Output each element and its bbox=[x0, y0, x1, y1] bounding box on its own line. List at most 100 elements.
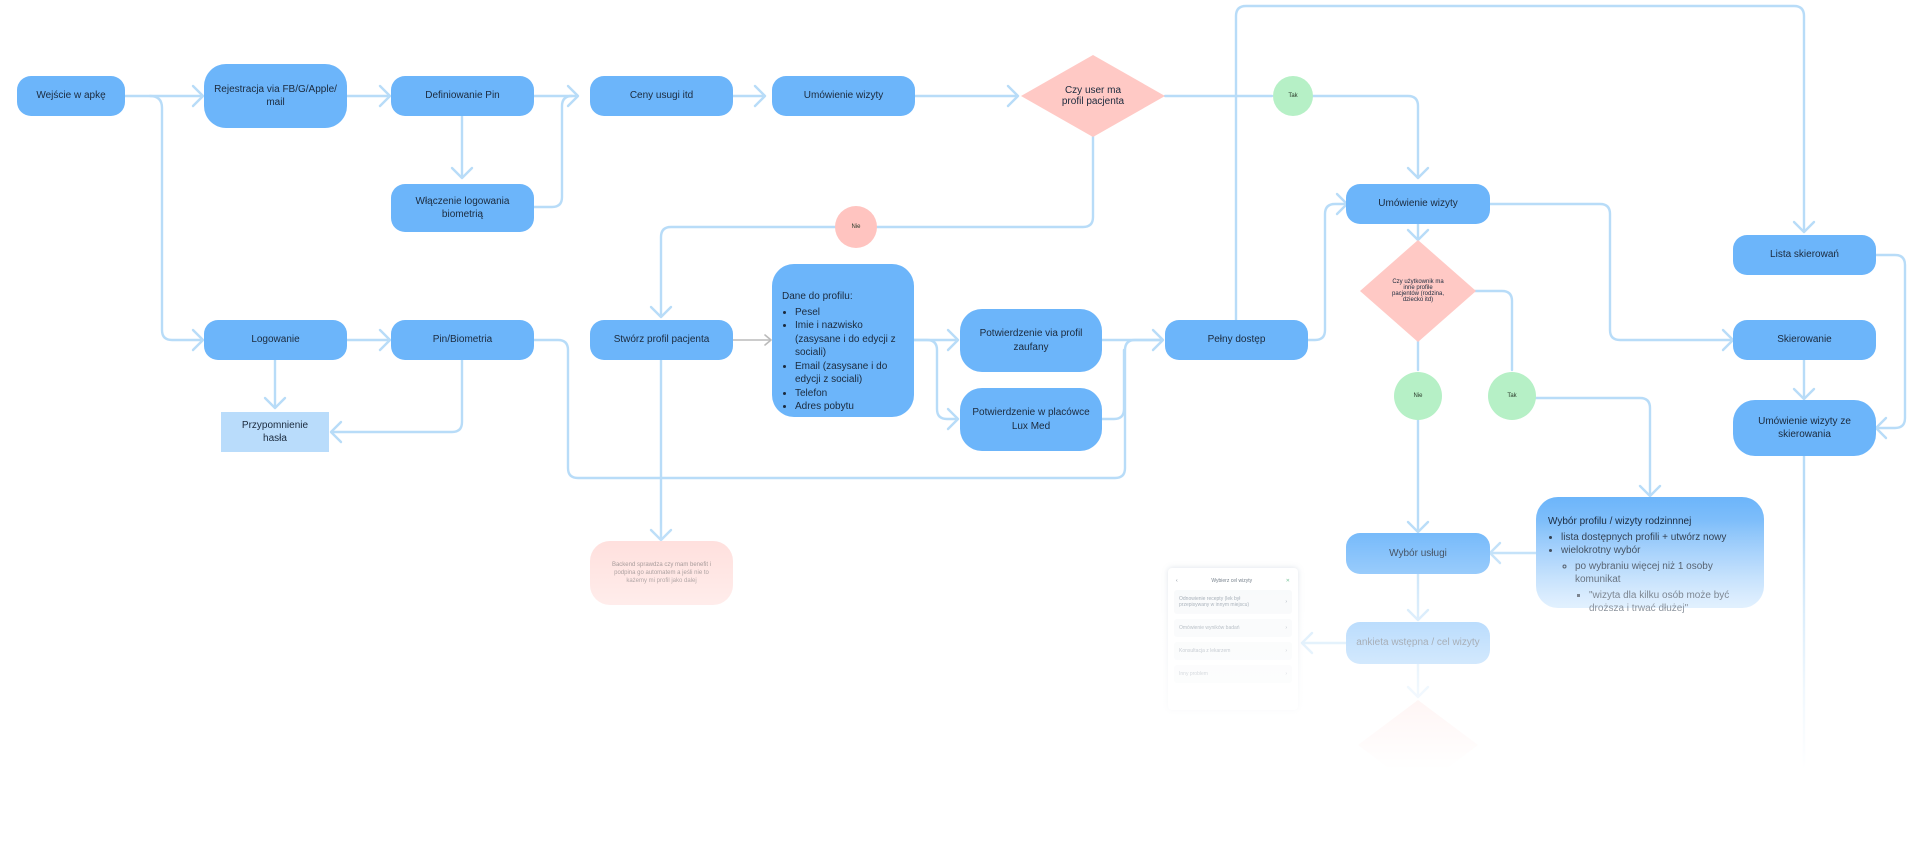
wybor-profilu-sublist: po wybraniu więcej niż 1 osoby komunikat… bbox=[1561, 560, 1754, 616]
connector bbox=[148, 94, 202, 342]
node-lista-skierowan[interactable]: Lista skierowań bbox=[1733, 235, 1876, 275]
connector bbox=[1306, 94, 1420, 178]
node-label: Lista skierowań bbox=[1770, 249, 1839, 261]
mini-row-label: Inny problem bbox=[1179, 671, 1208, 677]
node-wlaczenie-logowania[interactable]: Włączenie logowania biometrią bbox=[391, 184, 534, 232]
dane-item: Imie i nazwisko (zasysane i do edycji z … bbox=[795, 319, 904, 360]
node-label: Pin/Biometria bbox=[432, 334, 493, 346]
branch-label: Tak bbox=[1507, 393, 1517, 399]
mini-screen-row[interactable]: Odnowienie recepty (lek był przepisywany… bbox=[1174, 590, 1292, 614]
node-potwierdzenie-placowka[interactable]: Potwierdzenie w placówce Lux Med bbox=[960, 388, 1102, 451]
node-definiowanie-pin[interactable]: Definiowanie Pin bbox=[391, 76, 534, 116]
node-label: Pełny dostęp bbox=[1207, 334, 1266, 346]
node-logowanie[interactable]: Logowanie bbox=[204, 320, 347, 360]
decision-label: Czy użytkownik ma inne profile pacjentów… bbox=[1391, 279, 1445, 303]
node-label: Wejście w apkę bbox=[36, 90, 106, 102]
chevron-right-icon: › bbox=[1285, 599, 1287, 605]
node-label: Skierowanie bbox=[1777, 334, 1832, 346]
node-label: Stwórz profil pacjenta bbox=[613, 334, 710, 346]
node-dane-do-profilu[interactable]: Dane do profilu: Pesel Imie i nazwisko (… bbox=[772, 264, 914, 417]
node-label: ankieta wstępna / cel wizyty bbox=[1356, 637, 1480, 649]
wybor-profilu-item: wielokrotny wybór bbox=[1561, 545, 1641, 556]
mini-row-label: Odnowienie recepty (lek był przepisywany… bbox=[1179, 596, 1250, 608]
node-label: Backend sprawdza czy mam benefit i podpi… bbox=[611, 561, 712, 585]
dane-content: Dane do profilu: Pesel Imie i nazwisko (… bbox=[782, 290, 904, 414]
wybor-profilu-item: lista dostępnych profili + utwórz nowy bbox=[1561, 531, 1754, 545]
connector bbox=[1472, 289, 1514, 372]
connector bbox=[331, 358, 464, 434]
connector bbox=[1234, 4, 1806, 322]
decision-label: Czy user ma profil pacjenta bbox=[1061, 85, 1125, 107]
mini-row-label: Konsultacja z lekarzem bbox=[1179, 648, 1231, 654]
mini-screen-title: Wybierz cel wizyty bbox=[1211, 578, 1253, 584]
dane-item: Email (zasysane i do edycji z sociali) bbox=[795, 360, 904, 387]
wybor-profilu-subsubitem: "wizyta dla kilku osób może być droższa … bbox=[1589, 589, 1754, 616]
node-wejscie[interactable]: Wejście w apkę bbox=[17, 76, 125, 116]
wybor-profilu-subitem: po wybraniu więcej niż 1 osoby komunikat bbox=[1575, 560, 1713, 586]
node-label: Potwierdzenie w placówce Lux Med bbox=[972, 407, 1090, 432]
node-pin-biometria[interactable]: Pin/Biometria bbox=[391, 320, 534, 360]
wybor-profilu-subitem-group: po wybraniu więcej niż 1 osoby komunikat… bbox=[1575, 560, 1754, 616]
connector bbox=[912, 338, 957, 421]
node-label: Logowanie bbox=[251, 334, 300, 346]
close-icon[interactable]: ✕ bbox=[1285, 578, 1290, 584]
dane-list: Pesel Imie i nazwisko (zasysane i do edy… bbox=[782, 306, 904, 414]
chevron-right-icon: › bbox=[1285, 671, 1287, 677]
node-pelny-dostep[interactable]: Pełny dostęp bbox=[1165, 320, 1308, 360]
dane-item: Telefon bbox=[795, 387, 904, 401]
decision-czy-user[interactable]: Czy user ma profil pacjenta bbox=[1021, 55, 1165, 137]
node-label: Definiowanie Pin bbox=[425, 90, 500, 102]
chevron-right-icon: › bbox=[1285, 625, 1287, 631]
node-rejestracja[interactable]: Rejestracja via FB/G/Apple/ mail bbox=[204, 64, 347, 128]
chevron-right-icon: › bbox=[1285, 648, 1287, 654]
branch-nie-2: Nie bbox=[1394, 372, 1442, 420]
node-potwierdzenie-zaufany[interactable]: Potwierdzenie via profil zaufany bbox=[960, 309, 1102, 372]
branch-nie-1: Nie bbox=[835, 206, 877, 248]
wybor-profilu-title: Wybór profilu / wizyty rodzinnnej bbox=[1548, 516, 1692, 527]
node-label: Ceny usugi itd bbox=[629, 90, 694, 102]
mini-screen-row[interactable]: Konsultacja z lekarzem › bbox=[1174, 642, 1292, 660]
branch-tak-1: Tak bbox=[1273, 76, 1313, 116]
node-label: Przypomnienie hasła bbox=[241, 419, 309, 445]
connector bbox=[873, 134, 1095, 229]
decision-czy-uzytkownik[interactable]: Czy użytkownik ma inne profile pacjentów… bbox=[1360, 240, 1476, 342]
connector bbox=[1306, 202, 1346, 342]
node-label: Włączenie logowania biometrią bbox=[415, 195, 510, 221]
node-label: Umówienie wizyty bbox=[1378, 198, 1458, 210]
branch-label: Tak bbox=[1288, 93, 1298, 99]
node-label: Wybór usługi bbox=[1389, 547, 1447, 559]
wybor-profilu-item-group: wielokrotny wybór po wybraniu więcej niż… bbox=[1561, 544, 1754, 616]
branch-label: Nie bbox=[851, 224, 861, 230]
branch-label: Nie bbox=[1413, 393, 1423, 399]
node-przypomnienie-hasla[interactable]: Przypomnienie hasła bbox=[221, 412, 329, 452]
node-wybor-profilu[interactable]: Wybór profilu / wizyty rodzinnnej lista … bbox=[1536, 497, 1764, 614]
node-wybor-uslugi[interactable]: Wybór usługi bbox=[1346, 533, 1490, 574]
mini-screen-row[interactable]: Inny problem › bbox=[1174, 665, 1292, 683]
node-ankieta[interactable]: ankieta wstępna / cel wizyty bbox=[1346, 622, 1490, 664]
node-label: Potwierdzenie via profil zaufany bbox=[979, 328, 1083, 353]
node-skierowanie[interactable]: Skierowanie bbox=[1733, 320, 1876, 360]
connector bbox=[1100, 348, 1126, 421]
node-umowienie-wizyty-mid[interactable]: Umówienie wizyty bbox=[1346, 184, 1490, 224]
dane-title: Dane do profilu: bbox=[782, 291, 853, 302]
node-umowienie-wizyty-top[interactable]: Umówienie wizyty bbox=[772, 76, 915, 116]
connector bbox=[1874, 253, 1907, 430]
mini-screen-wybierz-cel: ‹ Wybierz cel wizyty ✕ Odnowienie recept… bbox=[1168, 568, 1298, 710]
node-backend-note[interactable]: Backend sprawdza czy mam benefit i podpi… bbox=[590, 541, 733, 605]
connector bbox=[1488, 202, 1732, 342]
connector bbox=[1530, 396, 1652, 496]
chevron-left-icon[interactable]: ‹ bbox=[1176, 578, 1178, 584]
connector bbox=[532, 94, 574, 209]
mini-screen-row[interactable]: Omówienie wyników badań › bbox=[1174, 619, 1292, 637]
branch-tak-2: Tak bbox=[1488, 372, 1536, 420]
node-umowienie-ze-skierowania[interactable]: Umówienie wizyty ze skierowania bbox=[1733, 400, 1876, 456]
node-stworz-profil[interactable]: Stwórz profil pacjenta bbox=[590, 320, 733, 360]
mini-row-label: Omówienie wyników badań bbox=[1179, 625, 1240, 631]
node-label: Umówienie wizyty ze skierowania bbox=[1758, 415, 1851, 441]
node-ceny-uslug[interactable]: Ceny usugi itd bbox=[590, 76, 733, 116]
node-label: Rejestracja via FB/G/Apple/ mail bbox=[214, 83, 337, 109]
wybor-profilu-list: lista dostępnych profili + utwórz nowy w… bbox=[1548, 531, 1754, 616]
diamond-shape bbox=[1358, 700, 1478, 790]
mini-screen-header: ‹ Wybierz cel wizyty ✕ bbox=[1168, 568, 1298, 590]
